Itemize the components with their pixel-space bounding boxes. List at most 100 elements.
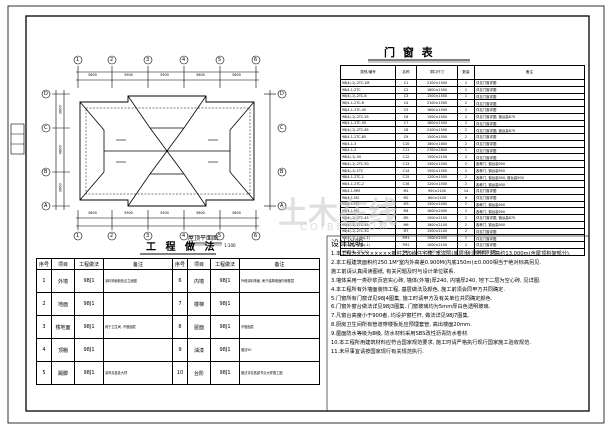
plan-caption: 屋顶平面图 <box>188 235 219 242</box>
table-cell: 98J4(-1)-2TC-55 <box>340 112 396 121</box>
table-cell: 详见门窗详图 <box>474 193 585 202</box>
table-cell: 98J4-1-2TC-45 <box>340 106 396 114</box>
table-cell: 1800×1500 <box>416 119 458 128</box>
table-cell: 详见门窗详图, 窗台高875 <box>474 112 585 121</box>
dimension-text: 3600 <box>58 183 63 193</box>
table-cell: 98J1 <box>210 269 240 293</box>
table-header-cell: 备注 <box>103 258 173 270</box>
table-header-cell: 数量 <box>457 65 475 80</box>
table-cell: 98J4-1-2TC-55 <box>340 119 396 128</box>
table-cell: 2 <box>457 227 475 236</box>
dimension-text: 3600 <box>88 211 97 215</box>
table-header-cell: 序号 <box>36 258 52 270</box>
table-cell: 各种门, 窗台高900, 窗台高900 <box>474 173 585 182</box>
table-cell: C10 <box>395 139 417 148</box>
table-cell: 详见门窗详图 <box>474 106 585 114</box>
table-cell: 6 <box>457 193 475 202</box>
note-line: 5.门窗所有门窗详见98J4图集, 施工时请甲方及有关单位共同确定颜色. <box>331 295 493 302</box>
dimension-text: 3600 <box>196 73 205 77</box>
table-cell: 1500×1500 <box>416 112 458 121</box>
table-header-cell: 备注 <box>474 65 585 80</box>
note-line: 2.本工程建筑面积约250.1M²室内外高差0.900M(内底150m)±0.0… <box>331 259 542 266</box>
table-cell: 900×2100 <box>416 187 458 195</box>
dimension-text: 3900 <box>160 73 169 77</box>
table-header-cell: 工程做法 <box>210 258 240 270</box>
table-cell: 2 <box>457 200 475 209</box>
table-header-cell: 洞口尺寸 <box>416 65 458 80</box>
table-cell: 详见门窗详图 <box>474 227 585 236</box>
table-cell: 详见门窗详图 <box>474 133 585 141</box>
watermark-sub: COIBEI.COM <box>300 222 391 233</box>
table-cell: 做法50 <box>239 338 320 362</box>
table-cell: 98J4(-1)-2TC-1M <box>340 79 396 87</box>
table-cell: 详见门窗详图 <box>474 146 585 155</box>
note-line: 7.凡窗台高度小于900者, 均设护窗栏杆, 做法详见98J7图集. <box>331 313 470 320</box>
axis-label: 1 <box>76 56 80 63</box>
table-cell: 2 <box>457 106 475 114</box>
axis-label: 5 <box>218 232 222 239</box>
table-cell: 2 <box>457 126 475 134</box>
table-cell: 1500×1500 <box>416 166 458 175</box>
table-cell: 详见门窗详图, 窗台高875 <box>474 214 585 222</box>
table-cell: M1 <box>395 187 417 195</box>
table-cell: 楼地面 <box>51 315 75 339</box>
note-line: 11.未尽事宜请按国家现行有关规范执行. <box>331 348 424 355</box>
dimension-text: 3900 <box>160 211 169 215</box>
table-cell: 98J1 <box>210 338 240 362</box>
dimension-text: 3600 <box>58 105 63 115</box>
table-cell: C12 <box>395 153 417 161</box>
table-cell: 做法详见各部节点大样施工图 <box>239 361 320 385</box>
table-cell: 2100×1500 <box>416 126 458 134</box>
table-cell: 1800×2100 <box>416 220 458 229</box>
table-header-cell: 类别/编号 <box>340 65 396 80</box>
axis-label: 6 <box>254 232 258 239</box>
axis-label: 3 <box>146 56 150 63</box>
note-line: 10.本工程所用建筑材料应符合国家规范要求, 施工时请严格执行现行国家施工验收规… <box>331 340 531 347</box>
axis-label: 2 <box>110 56 114 63</box>
table-cell: 用于卫生间, 不做面层 <box>103 315 173 339</box>
outer-border <box>7 5 605 424</box>
note-line: 施工前请认真阅读图纸, 有关问题及时与设计单位联系. <box>331 268 456 275</box>
dimension-text: 3600 <box>232 211 241 215</box>
axis-label: D <box>44 90 48 97</box>
roof-plan <box>52 66 276 230</box>
axis-label: 4 <box>182 232 186 239</box>
table-cell: 详见门窗详图 <box>474 85 585 94</box>
table-cell: 2 <box>457 119 475 128</box>
table-cell: 2 <box>457 133 475 141</box>
table-cell: 详见门窗详图 <box>474 79 585 87</box>
table-cell: M2 <box>395 193 417 202</box>
table-cell: 顶棚 <box>51 338 75 362</box>
table-cell: 油漆 <box>187 338 211 362</box>
table-header-cell: 备注 <box>239 258 320 270</box>
table-cell: 内墙 <box>187 269 211 293</box>
table-cell: 3 <box>36 315 52 339</box>
table-cell: C5 <box>395 106 417 114</box>
table-cell: C11 <box>395 146 417 155</box>
table-cell: 98J4(-1)-2TC-6 <box>340 92 396 101</box>
table-cell <box>103 338 173 362</box>
table-cell: 详见门窗详图 <box>474 153 585 161</box>
table-cell: 1800×2400 <box>416 207 458 215</box>
axis-label: A <box>44 202 48 209</box>
axis-label: C <box>280 124 284 131</box>
table-cell: 2 <box>457 85 475 94</box>
table-cell: 5 <box>36 361 52 385</box>
axis-label: 3 <box>146 232 150 239</box>
table-cell: 7 <box>172 292 188 316</box>
table-cell: M5 <box>395 214 417 222</box>
dimension-text: 3900 <box>124 211 133 215</box>
table-cell: 2 <box>457 214 475 222</box>
table-cell: 1500×2100 <box>416 227 458 236</box>
